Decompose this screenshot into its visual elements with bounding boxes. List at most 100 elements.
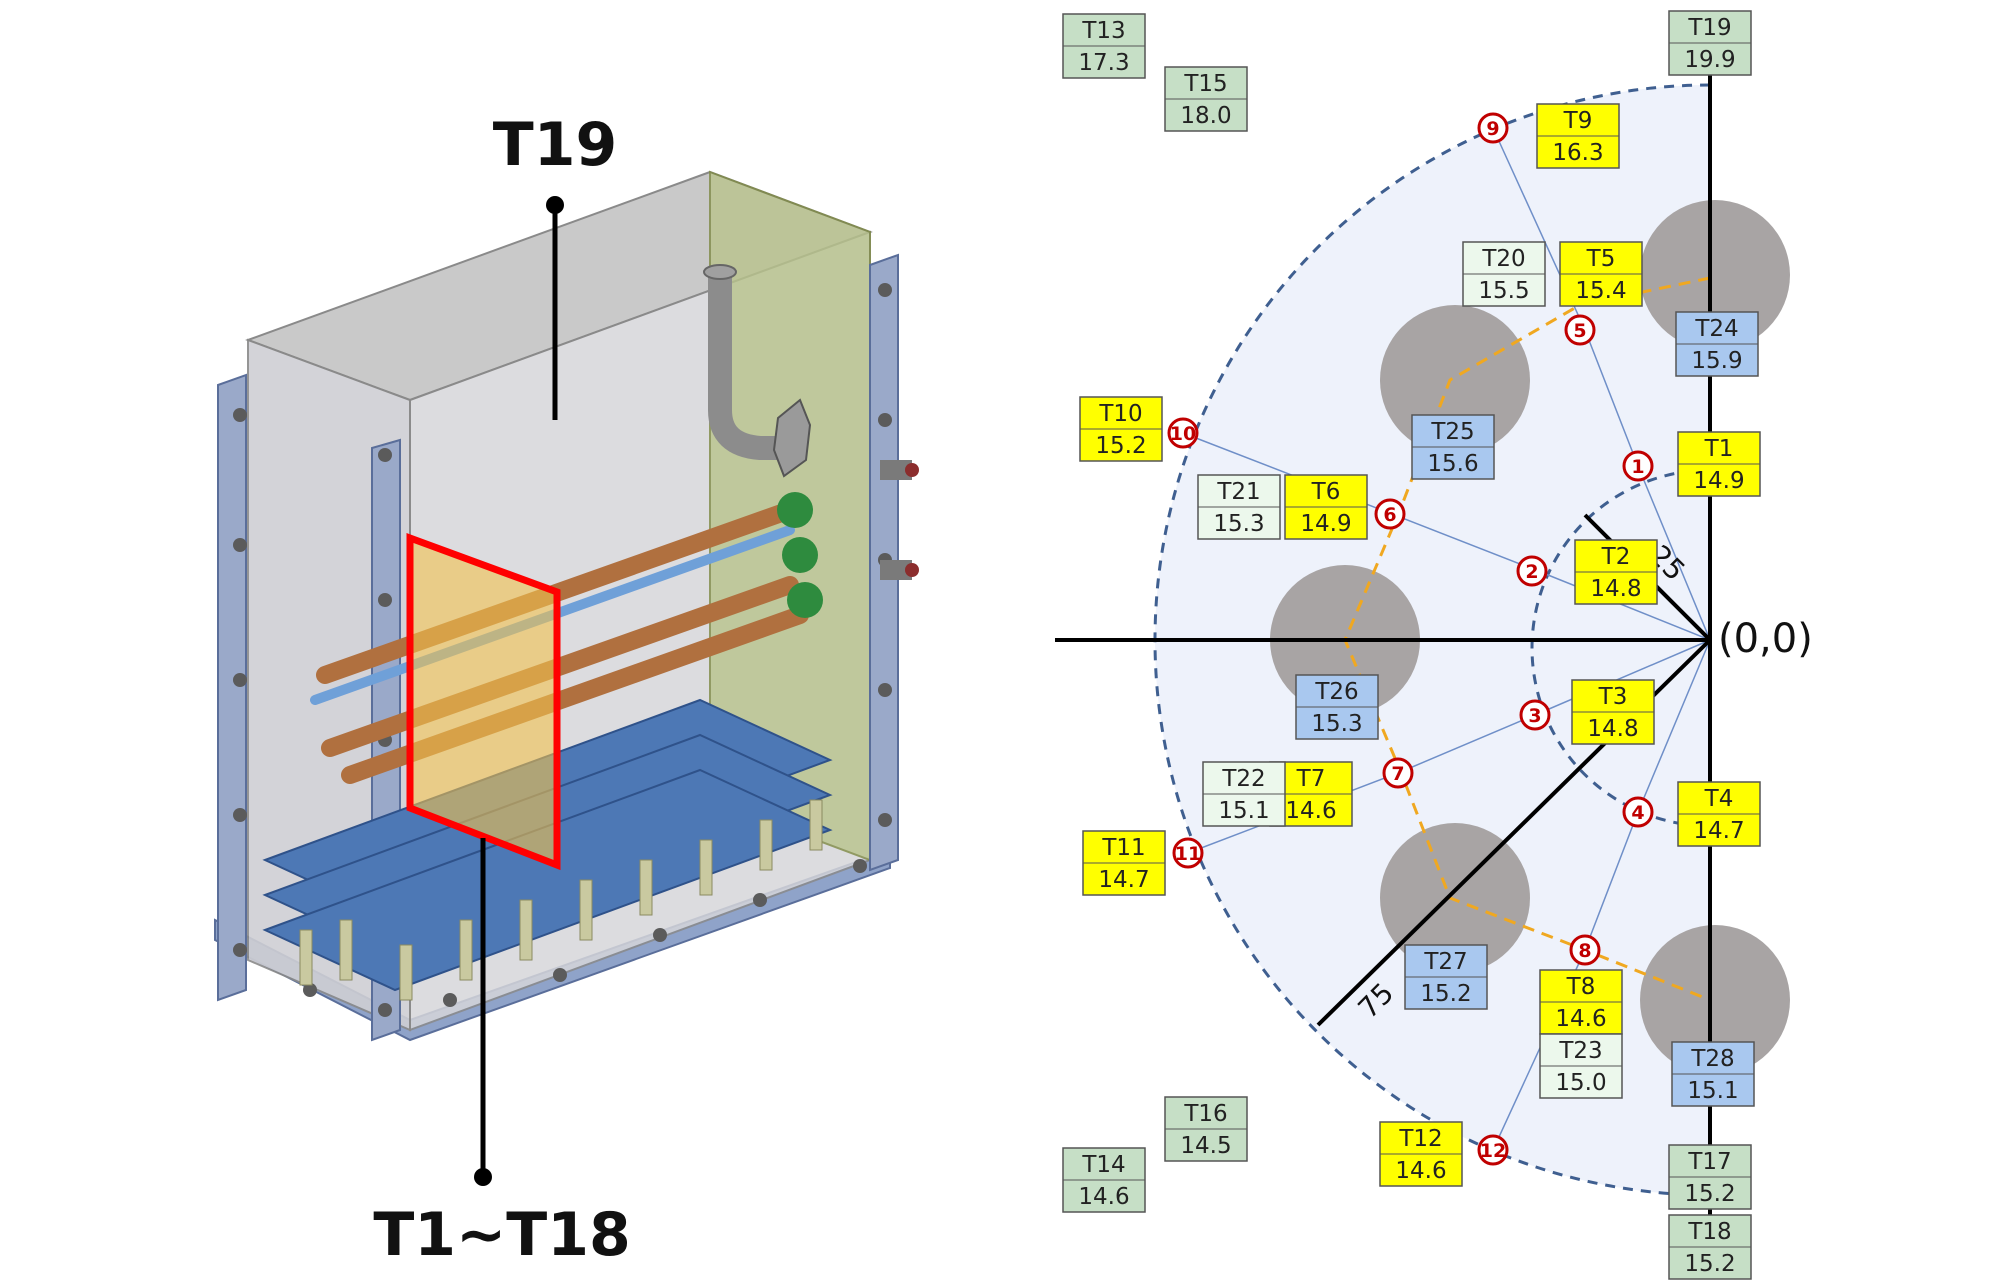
- sensor-name: T12: [1398, 1126, 1442, 1152]
- sensor-name: T14: [1081, 1152, 1125, 1178]
- position-marker-number: 9: [1486, 118, 1499, 140]
- position-marker-number: 5: [1573, 320, 1586, 342]
- sensor-name: T10: [1098, 401, 1142, 427]
- sensor-name: T9: [1563, 108, 1593, 134]
- sensor-name: T2: [1601, 544, 1631, 570]
- position-marker-number: 4: [1631, 802, 1644, 824]
- position-marker: 6: [1374, 498, 1406, 530]
- sensor-label-t1: T1 14.9: [1677, 431, 1761, 497]
- sensor-name: T19: [1687, 15, 1731, 41]
- sensor-name: T18: [1687, 1219, 1731, 1245]
- sensor-name: T5: [1586, 246, 1616, 272]
- position-marker: 11: [1172, 837, 1204, 869]
- sensor-value: 15.6: [1427, 451, 1478, 477]
- sensor-value: 15.1: [1218, 798, 1269, 824]
- sensor-name: T3: [1598, 684, 1628, 710]
- support-posts: [299, 799, 823, 1001]
- position-marker-circle: [1374, 498, 1406, 530]
- position-marker-circle: [1167, 417, 1199, 449]
- side-valve-1: [905, 463, 919, 477]
- sensor-value: 15.0: [1555, 1070, 1606, 1096]
- leader-dot-top: [546, 196, 564, 214]
- sensor-name: T6: [1311, 479, 1341, 505]
- label-t1-t18: T1~T18: [373, 1200, 630, 1270]
- sensor-value: 14.9: [1693, 468, 1744, 494]
- sensor-value: 14.6: [1395, 1158, 1446, 1184]
- sensor-label-t3: T3 14.8: [1571, 679, 1655, 745]
- sensor-value: 15.1: [1687, 1078, 1738, 1104]
- sensor-value: 16.3: [1552, 140, 1603, 166]
- position-marker-number: 10: [1170, 423, 1196, 445]
- sensor-value: 19.9: [1684, 47, 1735, 73]
- position-marker-circle: [1477, 1134, 1509, 1166]
- sensor-name: T23: [1558, 1038, 1602, 1064]
- sensor-name: T17: [1687, 1149, 1731, 1175]
- position-marker-circle: [1477, 112, 1509, 144]
- position-marker-number: 3: [1528, 705, 1541, 727]
- sensor-value: 14.8: [1590, 576, 1641, 602]
- sensor-name: T27: [1423, 949, 1467, 975]
- sensor-value: 15.3: [1311, 711, 1362, 737]
- sensor-name: T7: [1296, 766, 1326, 792]
- position-marker-number: 8: [1578, 940, 1591, 962]
- position-marker-number: 2: [1525, 561, 1538, 583]
- sensor-value: 15.2: [1684, 1251, 1735, 1277]
- sensor-name: T24: [1694, 316, 1738, 342]
- measurement-plane: [406, 532, 561, 871]
- sensor-label-t13: T13 17.3: [1062, 13, 1146, 79]
- sensor-value: 14.7: [1098, 867, 1149, 893]
- sensor-label-t5: T5 15.4: [1559, 241, 1643, 307]
- sensor-name: T11: [1101, 835, 1145, 861]
- sensor-value: 14.8: [1587, 716, 1638, 742]
- sensor-name: T20: [1481, 246, 1525, 272]
- sensor-label-t18: T18 15.2: [1668, 1214, 1752, 1280]
- sensor-value: 18.0: [1180, 103, 1231, 129]
- sensor-name: T8: [1566, 974, 1596, 1000]
- sensor-label-t22: T22 15.1: [1202, 761, 1286, 827]
- sensor-value: 15.4: [1575, 278, 1626, 304]
- sensor-name: T22: [1221, 766, 1265, 792]
- position-marker-circle: [1519, 699, 1551, 731]
- sensor-name: T25: [1430, 419, 1474, 445]
- sensor-name: T28: [1690, 1046, 1734, 1072]
- position-marker-number: 12: [1480, 1140, 1506, 1162]
- sensor-label-t6: T6 14.9: [1284, 474, 1368, 540]
- sensor-value: 17.3: [1078, 50, 1129, 76]
- position-marker-number: 6: [1383, 504, 1396, 526]
- sensor-value: 14.6: [1555, 1006, 1606, 1032]
- position-marker-number: 1: [1631, 456, 1644, 478]
- sensor-value: 14.6: [1285, 798, 1336, 824]
- position-marker: 3: [1519, 699, 1551, 731]
- label-t19: T19: [493, 110, 617, 180]
- sensor-name: T21: [1216, 479, 1260, 505]
- sensor-value: 14.5: [1180, 1133, 1231, 1159]
- side-valve-2: [905, 563, 919, 577]
- sensor-name: T13: [1081, 18, 1125, 44]
- position-marker-circle: [1622, 450, 1654, 482]
- sensor-name: T1: [1704, 436, 1734, 462]
- inlet-pipe: [708, 275, 780, 460]
- position-marker: 12: [1477, 1134, 1509, 1166]
- sensor-name: T26: [1314, 679, 1358, 705]
- sensor-value: 14.6: [1078, 1184, 1129, 1210]
- position-marker-circle: [1564, 314, 1596, 346]
- sensor-label-t11: T11 14.7: [1082, 830, 1166, 896]
- sensor-value: 15.3: [1213, 511, 1264, 537]
- left-flange-bar: [217, 373, 247, 1002]
- sensor-value: 14.9: [1300, 511, 1351, 537]
- sensor-label-t10: T10 15.2: [1079, 396, 1163, 462]
- sensor-value: 15.2: [1684, 1181, 1735, 1207]
- sensor-label-t28: T28 15.1: [1671, 1041, 1755, 1107]
- leader-dot-bottom: [474, 1168, 492, 1186]
- sensor-value: 14.7: [1693, 818, 1744, 844]
- position-marker-circle: [1172, 837, 1204, 869]
- sensor-value: 15.2: [1095, 433, 1146, 459]
